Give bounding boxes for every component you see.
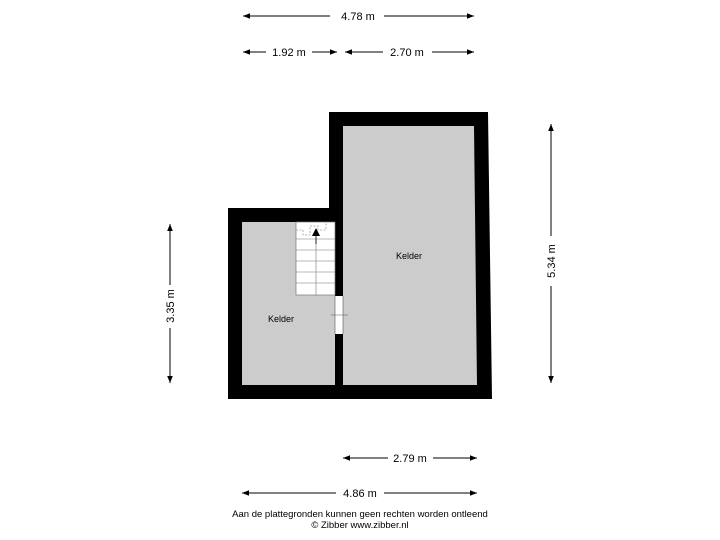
- dimension-bottom-right: 2.79 m: [343, 453, 477, 465]
- disclaimer-footer: Aan de plattegronden kunnen geen rechten…: [0, 509, 720, 531]
- dimension-bottom-right-label: 2.79 m: [393, 453, 427, 465]
- dimension-left-height: 3.35 m: [165, 224, 177, 383]
- dimension-left-height-label: 3.35 m: [165, 289, 177, 323]
- dimension-top-left: 1.92 m: [243, 47, 337, 59]
- dimension-top-total: 4.78 m: [243, 11, 474, 23]
- disclaimer-text: Aan de plattegronden kunnen geen rechten…: [232, 509, 488, 520]
- room-floor-right: [343, 126, 477, 385]
- dimension-bottom-total: 4.86 m: [242, 488, 477, 500]
- room-label-left: Kelder: [268, 314, 294, 324]
- room-label-right: Kelder: [396, 251, 422, 261]
- dimension-right-height-label: 5.34 m: [546, 244, 558, 278]
- staircase: [295, 221, 336, 296]
- dimension-bottom-total-label: 4.86 m: [343, 488, 377, 500]
- dimension-top-right-label: 2.70 m: [390, 47, 424, 59]
- copyright-text: © Zibber www.zibber.nl: [311, 520, 409, 531]
- dimension-top-left-label: 1.92 m: [272, 47, 306, 59]
- dimension-top-right: 2.70 m: [345, 47, 474, 59]
- dimension-top-total-label: 4.78 m: [341, 11, 375, 23]
- dimension-right-height: 5.34 m: [546, 124, 558, 383]
